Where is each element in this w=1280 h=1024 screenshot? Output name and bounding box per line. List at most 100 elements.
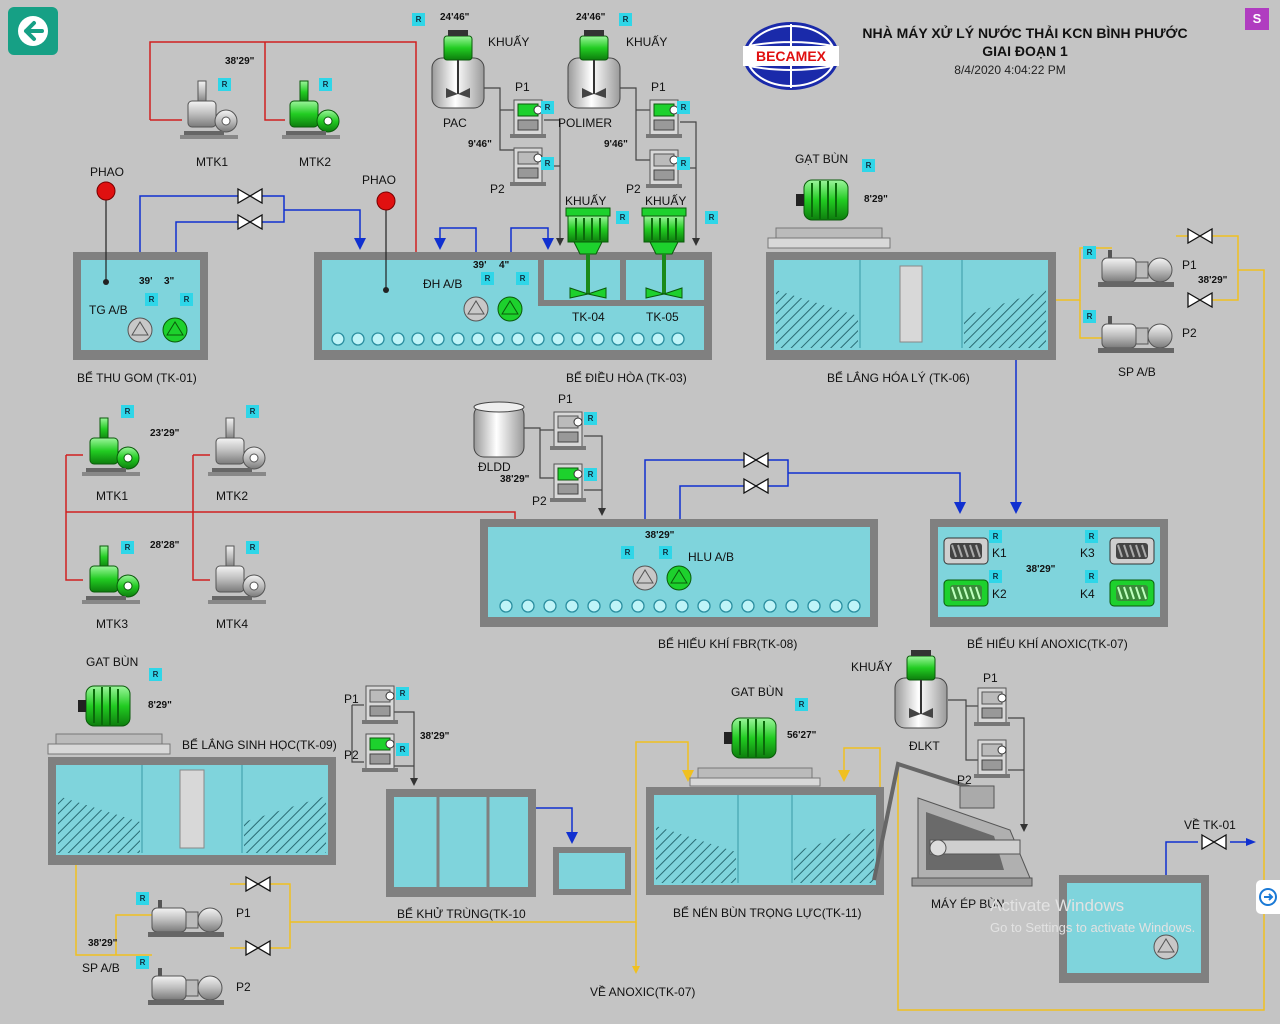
- r-badge[interactable]: R: [136, 956, 149, 969]
- r-badge[interactable]: R: [584, 468, 597, 481]
- r-badge[interactable]: R: [705, 211, 718, 224]
- yellow-arrows: [632, 770, 850, 974]
- timer-polimer: 24'46": [576, 12, 606, 23]
- r-badge[interactable]: R: [1083, 246, 1096, 259]
- r-badge[interactable]: R: [246, 405, 259, 418]
- tank-tk11[interactable]: [646, 787, 884, 895]
- label-sp09-p2: P2: [236, 980, 251, 994]
- label-gatbun-tk06: GẠT BÙN: [795, 152, 849, 166]
- label-tk10-p2: P2: [344, 748, 359, 762]
- label-k3: K3: [1080, 546, 1095, 560]
- label-dlkt: ĐLKT: [909, 739, 940, 753]
- float-sensor-tk01: [96, 181, 116, 285]
- r-badge[interactable]: R: [149, 668, 162, 681]
- timer-pol-pump: 9'46": [604, 139, 628, 150]
- timer-mtk-top: 38'29": [225, 56, 255, 67]
- label-khuay-dlkt: KHUẤY: [851, 660, 893, 674]
- r-badge[interactable]: R: [396, 687, 409, 700]
- timer-mtk34: 28'28": [150, 540, 180, 551]
- r-badge[interactable]: R: [541, 157, 554, 170]
- label-khuay-tk04: KHUẤY: [565, 194, 607, 208]
- label-ve-anoxic: VỀ ANOXIC(TK-07): [590, 985, 696, 999]
- label-khuay-tk05: KHUẤY: [645, 194, 687, 208]
- r-badge[interactable]: R: [121, 405, 134, 418]
- back-button[interactable]: [8, 7, 58, 55]
- label-tk01: BỂ THU GOM (TK-01): [77, 371, 197, 385]
- label-ve-tk01: VỀ TK-01: [1184, 818, 1236, 832]
- label-mtk4: MTK4: [216, 617, 249, 631]
- label-tk06: BỂ LẮNG HÓA LÝ (TK-06): [827, 371, 970, 385]
- timer-tk08: 38'29": [645, 530, 675, 541]
- scraper-tk09[interactable]: [47, 685, 171, 755]
- r-badge[interactable]: R: [218, 78, 231, 91]
- timer-pac-pump: 9'46": [468, 139, 492, 150]
- label-khuay-polimer: KHUẤY: [626, 35, 668, 49]
- label-tgab: TG A/B: [89, 303, 128, 317]
- r-badge[interactable]: R: [677, 157, 690, 170]
- tank-return[interactable]: [1059, 875, 1209, 983]
- scraper-tk11[interactable]: [689, 717, 821, 787]
- r-badge[interactable]: R: [396, 743, 409, 756]
- label-hluab: HLU A/B: [688, 550, 735, 564]
- label-mtk1: MTK1: [96, 489, 129, 503]
- watermark-line-2: Go to Settings to activate Windows.: [990, 920, 1196, 935]
- label-belt-press: MÁY ÉP BÙN: [931, 897, 1005, 911]
- r-badge[interactable]: R: [121, 541, 134, 554]
- back-arrow-icon: [18, 16, 48, 46]
- r-badge[interactable]: R: [677, 101, 690, 114]
- label-tk10: BỂ KHỬ TRÙNG(TK-10: [397, 907, 526, 921]
- label-dlkt-p1: P1: [983, 671, 998, 685]
- belt-press[interactable]: [872, 761, 1033, 887]
- r-badge[interactable]: R: [516, 272, 529, 285]
- label-gatbun-tk09: GAT BÙN: [86, 655, 139, 669]
- r-badge[interactable]: R: [1085, 570, 1098, 583]
- label-pac-p2: P2: [490, 182, 505, 196]
- tank-tk06[interactable]: [766, 252, 1056, 360]
- r-badge[interactable]: R: [862, 159, 875, 172]
- r-badge[interactable]: R: [1085, 530, 1098, 543]
- dosing-arrows: [410, 238, 1028, 832]
- r-badge[interactable]: R: [136, 892, 149, 905]
- title-line-2: GIAI ĐOẠN 1: [982, 43, 1068, 59]
- r-badge[interactable]: R: [145, 293, 158, 306]
- timer-mtk12: 23'29": [150, 428, 180, 439]
- r-badge[interactable]: R: [619, 13, 632, 26]
- timer-sp06: 38'29": [1198, 275, 1228, 286]
- scraper-tk06[interactable]: [767, 179, 891, 249]
- r-badge[interactable]: R: [1083, 310, 1096, 323]
- remote-control-icon[interactable]: [1256, 880, 1280, 914]
- r-badge[interactable]: R: [180, 293, 193, 306]
- label-tk03: BỂ ĐIỀU HÒA (TK-03): [566, 371, 687, 385]
- label-dldd-p1: P1: [558, 392, 573, 406]
- submersible-pumps[interactable]: [127, 296, 1179, 960]
- label-tk05: TK-05: [646, 310, 679, 324]
- r-badge[interactable]: R: [616, 211, 629, 224]
- label-mtk2: MTK2: [216, 489, 249, 503]
- label-tk04: TK-04: [572, 310, 605, 324]
- tank-tk10[interactable]: [386, 789, 536, 897]
- r-badge[interactable]: R: [659, 546, 672, 559]
- r-badge[interactable]: R: [541, 101, 554, 114]
- chemical-tanks[interactable]: [431, 29, 948, 729]
- air-arrows: [354, 238, 1256, 846]
- r-badge[interactable]: R: [319, 78, 332, 91]
- r-badge[interactable]: R: [989, 530, 1002, 543]
- r-badge[interactable]: R: [481, 272, 494, 285]
- tank-tk09[interactable]: [48, 757, 336, 865]
- timer-gb09: 8'29": [148, 700, 172, 711]
- label-spab-2: SP A/B: [82, 961, 120, 975]
- label-tk08: BỂ HIẾU KHÍ FBR(TK-08): [658, 637, 798, 651]
- r-badge[interactable]: R: [412, 13, 425, 26]
- r-badge[interactable]: R: [621, 546, 634, 559]
- label-mtk2-top: MTK2: [299, 155, 332, 169]
- label-mtk3: MTK3: [96, 617, 129, 631]
- r-badge[interactable]: R: [246, 541, 259, 554]
- r-badge[interactable]: R: [795, 698, 808, 711]
- label-spab-1: SP A/B: [1118, 365, 1156, 379]
- r-badge[interactable]: R: [584, 412, 597, 425]
- label-sp-p1: P1: [1182, 258, 1197, 272]
- r-badge[interactable]: R: [989, 570, 1002, 583]
- s-menu-button[interactable]: S: [1245, 8, 1269, 30]
- label-k1: K1: [992, 546, 1007, 560]
- label-phao-1: PHAO: [90, 165, 125, 179]
